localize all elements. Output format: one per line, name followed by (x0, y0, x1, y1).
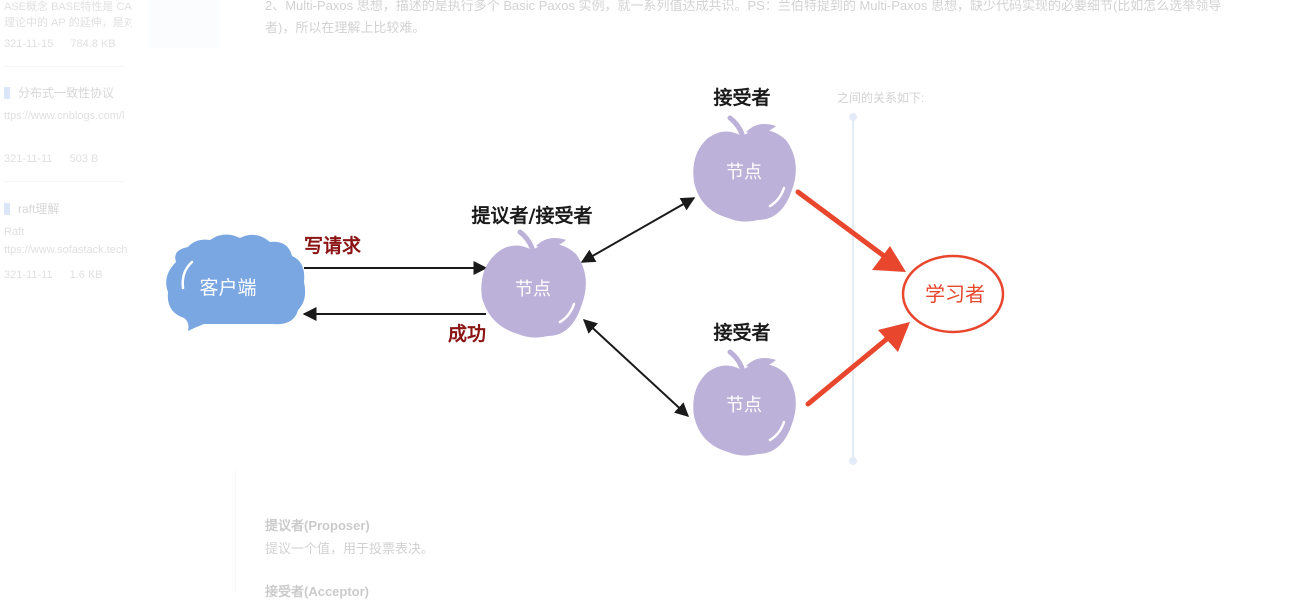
file-title[interactable]: 分布式一致性协议 (4, 84, 114, 101)
file-meta: 321-11-11 503 B (4, 153, 112, 165)
client-cloud: 客户端 (166, 234, 306, 331)
file-thumbnail[interactable] (148, 0, 220, 48)
relation-note: 之间的关系如下: (837, 91, 925, 105)
acceptor-top-node-label: 节点 (726, 162, 762, 183)
file-title[interactable]: raft理解 (4, 200, 59, 217)
content-frame (235, 470, 1236, 592)
learner-label: 学习者 (925, 282, 985, 306)
scroll-handle[interactable] (849, 113, 857, 121)
file-snippet: ttps://www.sofastack.tech (4, 244, 128, 256)
file-meta: 321-11-11 1.6 KB (4, 269, 117, 281)
learner-arrow-bottom (805, 322, 910, 407)
file-snippet: 理论中的 AP 的延伸，是对... (4, 17, 132, 29)
file-snippet: Raft (4, 226, 25, 238)
proposer-role-label: 提议者/接受者 (472, 204, 593, 227)
proposer-acceptor-bottom-arrow (582, 319, 690, 417)
acceptor-top-node: 接受者 节点 (693, 86, 796, 222)
response-label: 成功 (448, 322, 486, 345)
proposer-node: 提议者/接受者 节点 (472, 204, 593, 338)
acceptor-bottom-node: 接受者 节点 (693, 321, 796, 456)
file-date: 321-11-11 (4, 269, 53, 281)
intro-paragraph: 2、Multi-Paxos 思想，描述的是执行多个 Basic Paxos 实例… (265, 0, 1222, 35)
acceptor-bottom-role-label: 接受者 (713, 321, 770, 344)
client-label: 客户端 (199, 277, 256, 299)
file-size: 503 B (69, 153, 99, 165)
file-size: 784.8 KB (70, 38, 116, 50)
request-label: 写请求 (304, 234, 362, 257)
file-snippet: ASE概念 BASE特性是 CAP (4, 1, 132, 13)
file-snippet: ttps://www.cnblogs.com/l (4, 110, 125, 122)
section-heading: 提议者(Proposer) (265, 518, 370, 533)
acceptor-top-role-label: 接受者 (713, 86, 770, 109)
acceptor-bottom-node-label: 节点 (726, 395, 762, 416)
file-list-sidebar: ASE概念 BASE特性是 CAP 理论中的 AP 的延伸，是对... 321-… (0, 0, 235, 592)
proposer-node-label: 节点 (515, 279, 551, 300)
file-date: 321-11-11 (4, 153, 53, 165)
file-meta: 321-11-15 784.8 KB (4, 38, 130, 50)
section-text: 提议一个值，用于投票表决。 (265, 541, 435, 556)
document-body: 2、Multi-Paxos 思想，描述的是执行多个 Basic Paxos 实例… (235, 0, 1236, 599)
divider (4, 66, 124, 67)
scroll-handle[interactable] (849, 457, 857, 465)
file-date: 321-11-15 (4, 38, 54, 50)
learner-node: 学习者 (901, 254, 1005, 334)
proposer-acceptor-top-arrow (580, 197, 696, 263)
learner-arrow-top (795, 189, 906, 272)
divider (4, 181, 124, 182)
file-size: 1.6 KB (69, 269, 103, 281)
scroll-track (852, 116, 854, 461)
